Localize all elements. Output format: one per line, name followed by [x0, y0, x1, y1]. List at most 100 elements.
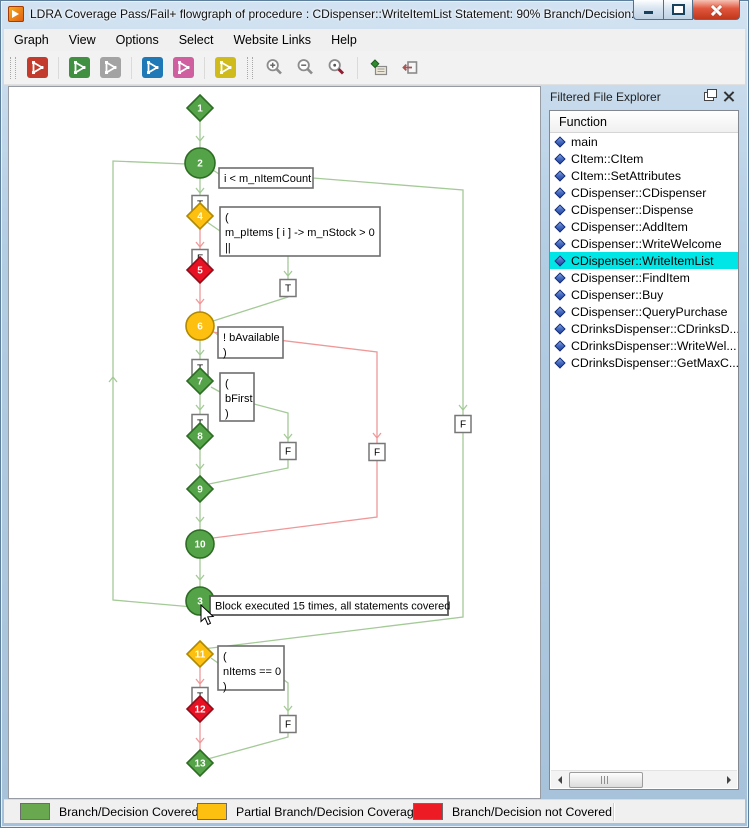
- close-panel-icon[interactable]: [724, 91, 734, 101]
- condition-box: i < m_nItemCount: [218, 167, 314, 189]
- svg-text:6: 6: [197, 322, 203, 333]
- flow-arrowhead: [195, 187, 205, 195]
- function-item-cdrinksdispenser-getmaxc-[interactable]: CDrinksDispenser::GetMaxC...: [550, 354, 738, 371]
- function-item-cdrinksdispenser-cdrinksd-[interactable]: CDrinksDispenser::CDrinksD...: [550, 320, 738, 337]
- close-button[interactable]: [692, 0, 740, 20]
- flow-arrowhead: [283, 705, 293, 713]
- function-item-label: CItem::SetAttributes: [571, 168, 682, 183]
- legend-item: Branch/Decision not Covered: [413, 800, 612, 823]
- flowgraph-node-5[interactable]: 5: [185, 255, 215, 285]
- flowgraph-node-1[interactable]: 1: [185, 93, 215, 123]
- legend-swatch: [413, 803, 443, 820]
- maximize-button[interactable]: [663, 0, 693, 20]
- coverage-legend: Branch/Decision Covered Partial Branch/De…: [4, 799, 745, 823]
- minimize-button[interactable]: [633, 0, 664, 20]
- return-arrow-icon: [399, 57, 420, 78]
- condition-box: (nItems == 0): [217, 645, 285, 693]
- menu-help[interactable]: Help: [331, 33, 357, 47]
- function-item-cdispenser-writeitemlist[interactable]: CDispenser::WriteItemList: [550, 252, 738, 269]
- flowgraph-node-6[interactable]: 6: [185, 311, 215, 341]
- flowgraph-node-10[interactable]: 10: [185, 529, 215, 559]
- flowgraph-node-12[interactable]: 12: [185, 694, 215, 724]
- function-diamond-icon: [554, 254, 566, 267]
- zoom-select-icon: [326, 57, 347, 78]
- legend-item: Branch/Decision Covered: [20, 800, 198, 823]
- svg-text:m_pItems [ i ] -> m_nStock > 0: m_pItems [ i ] -> m_nStock > 0: [225, 227, 375, 239]
- zoom-select-button[interactable]: [326, 57, 347, 78]
- function-item-label: CDrinksDispenser::WriteWel...: [571, 338, 737, 353]
- svg-text:): ): [225, 408, 229, 420]
- svg-text:F: F: [374, 448, 380, 459]
- function-item-cdispenser-additem[interactable]: CDispenser::AddItem: [550, 218, 738, 235]
- flow-arrowhead: [108, 375, 118, 383]
- function-item-citem-citem[interactable]: CItem::CItem: [550, 150, 738, 167]
- function-diamond-icon: [554, 305, 566, 318]
- function-item-label: CDispenser::WriteWelcome: [571, 236, 722, 251]
- condition-box: (m_pItems [ i ] -> m_nStock > 0||: [219, 206, 381, 257]
- exit-flowgraph-button[interactable]: [399, 57, 420, 78]
- function-item-label: CDrinksDispenser::GetMaxC...: [571, 355, 739, 370]
- legend-label: Branch/Decision Covered: [59, 804, 199, 819]
- toolbar-separator: [58, 56, 59, 79]
- function-item-cdispenser-querypurchase[interactable]: CDispenser::QueryPurchase: [550, 303, 738, 320]
- flow-arrowhead: [195, 241, 205, 249]
- svg-text:(: (: [223, 651, 227, 663]
- toolbar-grip: [10, 56, 16, 79]
- function-column-header[interactable]: Function: [550, 111, 738, 133]
- flowgraph-node-11[interactable]: 11: [185, 639, 215, 669]
- scroll-right-arrow[interactable]: [721, 772, 736, 787]
- function-item-cdispenser-dispense[interactable]: CDispenser::Dispense: [550, 201, 738, 218]
- menu-options[interactable]: Options: [115, 33, 159, 47]
- svg-text:F: F: [285, 447, 291, 458]
- function-item-label: main: [571, 134, 598, 149]
- flowgraph-node-13[interactable]: 13: [185, 748, 215, 778]
- float-panel-icon[interactable]: [704, 89, 717, 101]
- scrollbar-thumb[interactable]: [569, 772, 643, 788]
- svg-text:13: 13: [194, 759, 206, 770]
- flowgraph-blue-button[interactable]: [142, 57, 163, 78]
- flowgraph-pink-button[interactable]: [173, 57, 194, 78]
- flowgraph-node-9[interactable]: 9: [185, 474, 215, 504]
- function-item-main[interactable]: main: [550, 133, 738, 150]
- flowgraph-green-button[interactable]: [69, 57, 90, 78]
- svg-text:10: 10: [194, 540, 206, 551]
- window-title: LDRA Coverage Pass/Fail+ flowgraph of pr…: [30, 7, 648, 21]
- close-icon: [710, 4, 722, 16]
- function-item-citem-setattributes[interactable]: CItem::SetAttributes: [550, 167, 738, 184]
- menu-select[interactable]: Select: [178, 33, 214, 47]
- zoom-in-button[interactable]: [264, 57, 285, 78]
- titlebar[interactable]: LDRA Coverage Pass/Fail+ flowgraph of pr…: [0, 0, 749, 28]
- flowgraph-canvas: i < m_nItemCount(m_pItems [ i ] -> m_nSt…: [108, 93, 472, 778]
- zoom-out-button[interactable]: [295, 57, 316, 78]
- function-item-cdrinksdispenser-writewel-[interactable]: CDrinksDispenser::WriteWel...: [550, 337, 738, 354]
- flow-arrowhead: [372, 432, 382, 440]
- function-item-label: CDispenser::AddItem: [571, 219, 688, 234]
- horizontal-scrollbar[interactable]: [551, 770, 737, 788]
- branch-label-f: F: [279, 441, 297, 461]
- menu-website-links[interactable]: Website Links: [233, 33, 312, 47]
- flowgraph-node-7[interactable]: 7: [185, 366, 215, 396]
- report-return-button[interactable]: [368, 57, 389, 78]
- flowgraph-red-button[interactable]: [27, 57, 48, 78]
- menu-graph[interactable]: Graph: [14, 33, 49, 47]
- function-item-cdispenser-cdispenser[interactable]: CDispenser::CDispenser: [550, 184, 738, 201]
- flowgraph-node-2[interactable]: 2: [184, 147, 216, 179]
- flow-arrowhead: [195, 737, 205, 745]
- menu-view[interactable]: View: [68, 33, 96, 47]
- flowgraph-node-3[interactable]: 3: [185, 586, 215, 616]
- function-item-cdispenser-writewelcome[interactable]: CDispenser::WriteWelcome: [550, 235, 738, 252]
- scroll-left-arrow[interactable]: [552, 772, 567, 787]
- function-item-label: CDispenser::CDispenser: [571, 185, 707, 200]
- legend-label: Partial Branch/Decision Coverage: [236, 804, 421, 819]
- flowgraph-node-4[interactable]: 4: [185, 201, 215, 231]
- condition-box: (bFirst): [219, 372, 255, 422]
- flow-edge-green: [206, 221, 221, 232]
- function-item-cdispenser-finditem[interactable]: CDispenser::FindItem: [550, 269, 738, 286]
- flowgraph-gray-button[interactable]: [100, 57, 121, 78]
- flowgraph-node-8[interactable]: 8: [185, 421, 215, 451]
- flowgraph-panel[interactable]: i < m_nItemCount(m_pItems [ i ] -> m_nSt…: [8, 86, 541, 799]
- legend-swatch: [197, 803, 227, 820]
- function-item-cdispenser-buy[interactable]: CDispenser::Buy: [550, 286, 738, 303]
- flowgraph-yellow-button[interactable]: [215, 57, 236, 78]
